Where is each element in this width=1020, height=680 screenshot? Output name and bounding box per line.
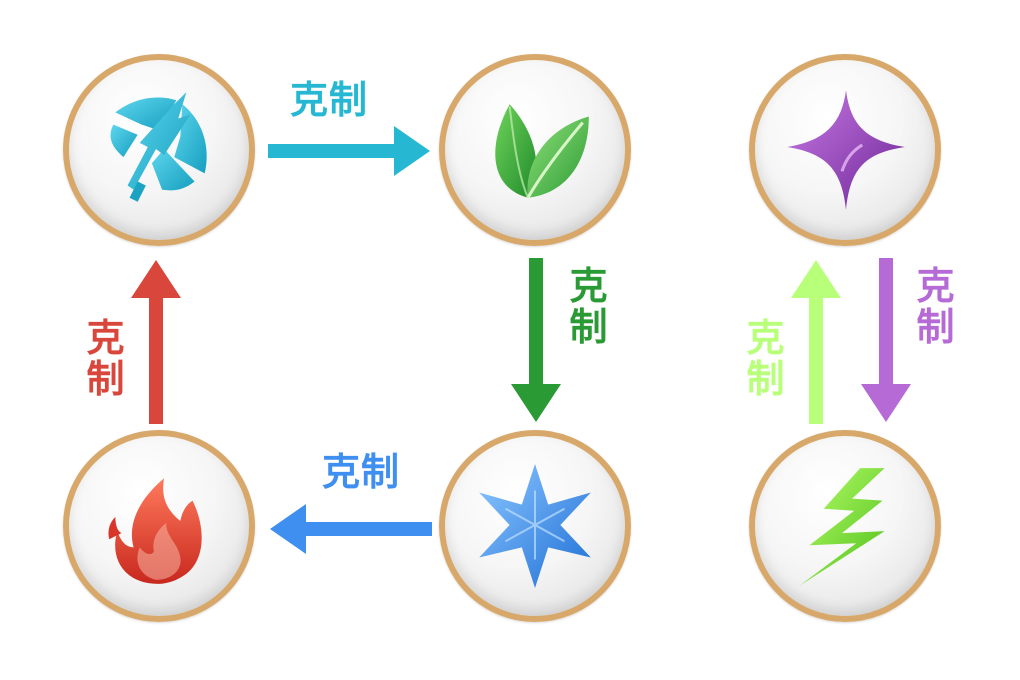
arrow-fire-to-wind <box>131 260 181 424</box>
wind-element-node <box>63 54 255 246</box>
arrow-dark-to-thunder <box>861 258 911 422</box>
wind-axe-icon <box>110 92 207 202</box>
four-point-star-icon <box>787 90 905 210</box>
label-grass-to-ice: 克制 <box>569 264 609 350</box>
grass-element-node <box>439 54 631 246</box>
leaf-icon <box>495 104 589 199</box>
label-thunder-to-dark: 克制 <box>746 316 786 402</box>
label-dark-to-thunder: 克制 <box>916 264 956 350</box>
label-wind-to-grass: 克制 <box>290 78 369 122</box>
flame-icon <box>108 478 202 584</box>
arrow-wind-to-grass <box>268 126 430 176</box>
arrow-thunder-to-dark <box>791 260 841 424</box>
dark-element-node <box>749 54 941 246</box>
arrow-ice-to-fire <box>270 504 432 554</box>
arrow-grass-to-ice <box>511 258 561 422</box>
lightning-icon <box>799 468 885 586</box>
label-fire-to-wind: 克制 <box>86 316 126 402</box>
thunder-element-node <box>749 430 941 622</box>
fire-element-node <box>63 430 255 622</box>
label-ice-to-fire: 克制 <box>322 450 401 494</box>
ice-element-node <box>439 430 631 622</box>
snowflake-icon <box>479 464 591 588</box>
